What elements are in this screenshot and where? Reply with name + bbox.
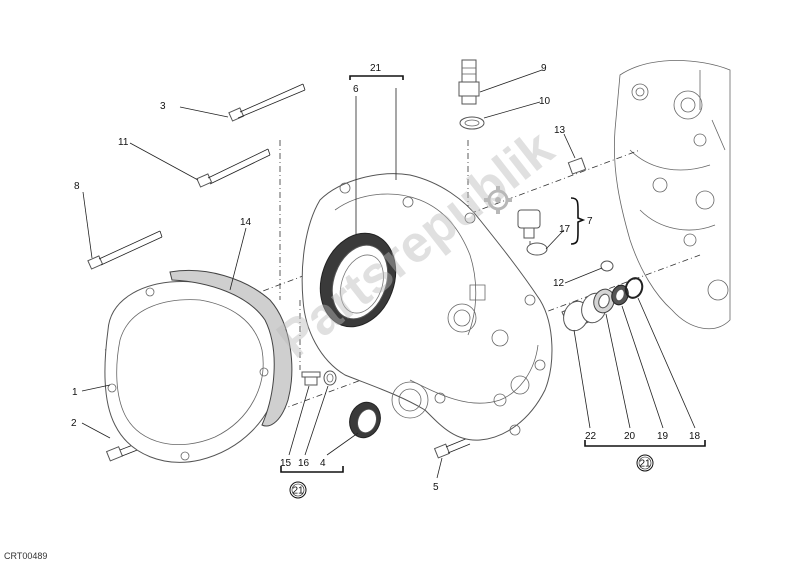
callout-5: 5 bbox=[433, 482, 439, 493]
oil-plug-7 bbox=[517, 209, 541, 239]
callout-18: 18 bbox=[689, 431, 701, 442]
callout-labels: 1 2 3 4 5 6 7 8 9 10 11 12 13 14 15 16 1… bbox=[71, 63, 701, 493]
callout-19: 19 bbox=[657, 431, 669, 442]
callout-20: 20 bbox=[624, 431, 636, 442]
circlip-18 bbox=[624, 277, 644, 299]
kit-ref-label: 21 bbox=[292, 486, 304, 497]
callout-10: 10 bbox=[539, 96, 551, 107]
screw-11 bbox=[196, 148, 271, 188]
callout-22: 22 bbox=[585, 431, 597, 442]
kit-ref-label: 21 bbox=[639, 459, 651, 470]
callout-14: 14 bbox=[240, 217, 252, 228]
callout-16: 16 bbox=[298, 458, 310, 469]
callout-3: 3 bbox=[160, 101, 166, 112]
callout-2: 2 bbox=[71, 418, 77, 429]
washer-20 bbox=[593, 288, 615, 314]
plug-15 bbox=[301, 371, 321, 386]
o-ring-12 bbox=[600, 260, 614, 272]
callout-12: 12 bbox=[553, 278, 565, 289]
screw-5 bbox=[433, 437, 471, 459]
screw-3 bbox=[228, 83, 306, 122]
callout-15: 15 bbox=[280, 458, 292, 469]
kit-ref-right: 21 bbox=[636, 454, 654, 472]
callout-6: 6 bbox=[353, 84, 359, 95]
callout-8: 8 bbox=[74, 181, 80, 192]
leader-lines bbox=[81, 69, 696, 479]
o-ring-17 bbox=[526, 242, 548, 256]
kit-brackets bbox=[280, 75, 706, 473]
cover-gasket bbox=[169, 269, 293, 427]
dowel-13 bbox=[567, 157, 587, 175]
clutch-cover bbox=[104, 281, 280, 463]
washer-19 bbox=[611, 284, 629, 306]
sensor-9 bbox=[458, 59, 480, 105]
callout-11: 11 bbox=[118, 137, 129, 148]
kit-ref-left: 21 bbox=[289, 481, 307, 499]
gear-icon bbox=[484, 186, 512, 214]
seal-4 bbox=[349, 401, 381, 439]
callout-13: 13 bbox=[554, 125, 566, 136]
engine-crankcase bbox=[614, 60, 731, 329]
callout-7: 7 bbox=[587, 216, 593, 227]
callout-9: 9 bbox=[541, 63, 547, 74]
washer-10 bbox=[459, 116, 485, 130]
washer-16 bbox=[323, 370, 337, 386]
callout-17: 17 bbox=[559, 224, 571, 235]
figure-code: CRT00489 bbox=[4, 551, 47, 561]
callout-4: 4 bbox=[320, 458, 326, 469]
large-seal-6 bbox=[319, 232, 397, 328]
screw-8 bbox=[87, 230, 163, 270]
callout-1: 1 bbox=[72, 387, 78, 398]
callout-21: 21 bbox=[370, 63, 382, 74]
